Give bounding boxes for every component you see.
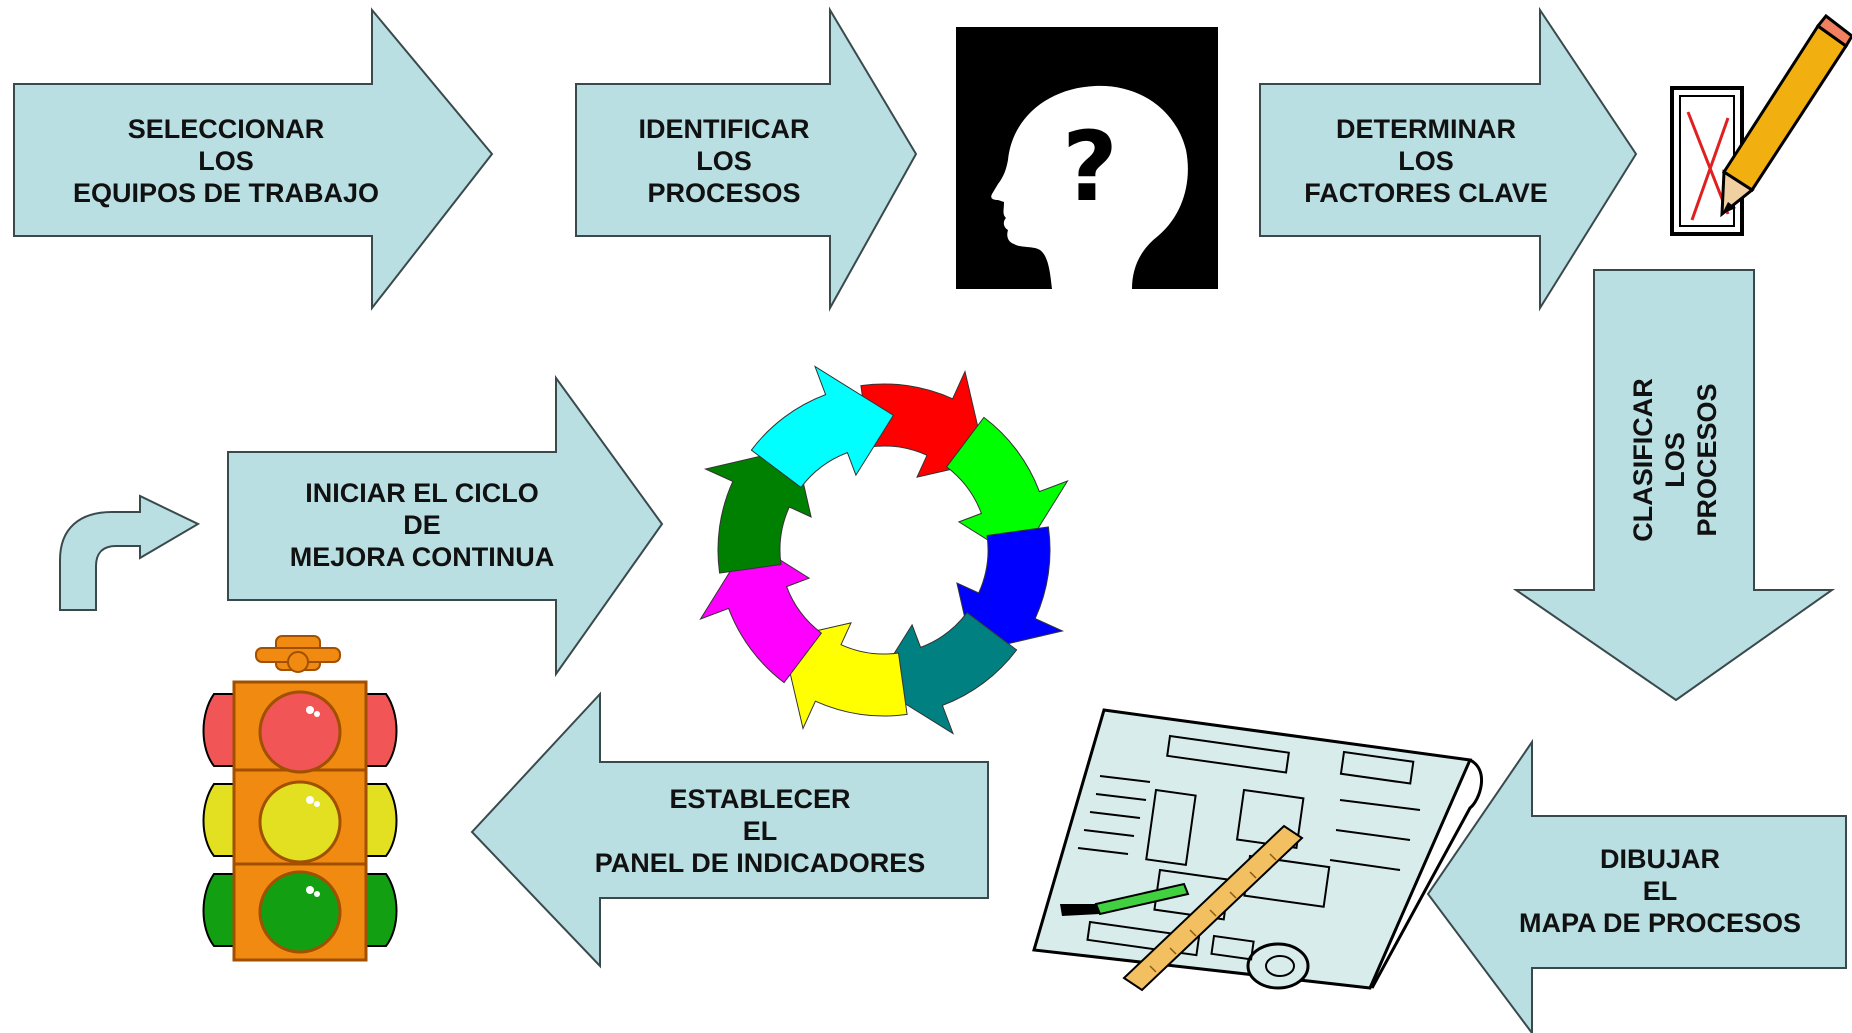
step6-line2: EL bbox=[743, 816, 778, 846]
step4-line2: LOS bbox=[1660, 432, 1690, 488]
step7-line3: MEJORA CONTINUA bbox=[290, 542, 555, 572]
question-mark-glyph: ? bbox=[1062, 111, 1118, 223]
step7-line2: DE bbox=[403, 510, 441, 540]
step-arrow-start-improvement-cycle: INICIAR EL CICLO DE MEJORA CONTINUA bbox=[227, 374, 664, 678]
step2-line1: IDENTIFICAR bbox=[639, 114, 810, 144]
step5-line2: EL bbox=[1643, 876, 1678, 906]
cycle-arrow-segment-8 bbox=[750, 365, 895, 489]
cycle-arrow-segment-3 bbox=[956, 526, 1065, 653]
step2-line2: LOS bbox=[696, 146, 752, 176]
step-arrow-establish-indicator-panel: ESTABLECER EL PANEL DE INDICADORES bbox=[470, 691, 989, 969]
step3-line3: FACTORES CLAVE bbox=[1304, 178, 1548, 208]
step5-line3: MAPA DE PROCESOS bbox=[1519, 908, 1801, 938]
step1-line3: EQUIPOS DE TRABAJO bbox=[73, 178, 379, 208]
blueprint-ruler-icon bbox=[1032, 708, 1484, 992]
checklist-pencil-icon bbox=[1670, 13, 1852, 236]
red-lamp bbox=[258, 690, 342, 774]
step-arrow-classify-processes: CLASIFICAR LOS PROCESOS bbox=[1512, 269, 1836, 702]
step6-line3: PANEL DE INDICADORES bbox=[595, 848, 926, 878]
cycle-arrow-segment-1 bbox=[860, 369, 987, 478]
step-arrow-determine-key-factors: DETERMINAR LOS FACTORES CLAVE bbox=[1259, 6, 1638, 312]
cycle-arrow-segment-5 bbox=[781, 622, 908, 731]
step2-line3: PROCESOS bbox=[647, 178, 800, 208]
step1-line2: LOS bbox=[198, 146, 254, 176]
step-arrow-draw-process-map: DIBUJAR EL MAPA DE PROCESOS bbox=[1426, 738, 1847, 1033]
green-lamp bbox=[258, 870, 342, 954]
traffic-light-icon bbox=[202, 635, 398, 962]
step-arrow-select-teams: SELECCIONAR LOS EQUIPOS DE TRABAJO bbox=[13, 7, 494, 311]
question-head-icon: ? bbox=[956, 27, 1218, 289]
continuous-improvement-cycle-icon bbox=[699, 365, 1069, 735]
step1-line1: SELECCIONAR bbox=[128, 114, 325, 144]
step5-line1: DIBUJAR bbox=[1600, 844, 1720, 874]
cycle-arrow-segment-4 bbox=[873, 611, 1018, 735]
step3-line1: DETERMINAR bbox=[1336, 114, 1516, 144]
step7-line1: INICIAR EL CICLO bbox=[305, 478, 539, 508]
step3-line2: LOS bbox=[1398, 146, 1454, 176]
curved-return-arrow-icon bbox=[59, 494, 201, 611]
step4-line1: CLASIFICAR bbox=[1628, 378, 1658, 542]
yellow-lamp bbox=[258, 780, 342, 864]
step6-line1: ESTABLECER bbox=[669, 784, 850, 814]
cycle-arrow-segment-2 bbox=[945, 416, 1069, 561]
step4-line3: PROCESOS bbox=[1692, 383, 1722, 536]
step-arrow-identify-processes: IDENTIFICAR LOS PROCESOS bbox=[575, 6, 918, 312]
cycle-arrow-segment-7 bbox=[703, 447, 812, 574]
cycle-arrow-segment-6 bbox=[699, 539, 823, 684]
